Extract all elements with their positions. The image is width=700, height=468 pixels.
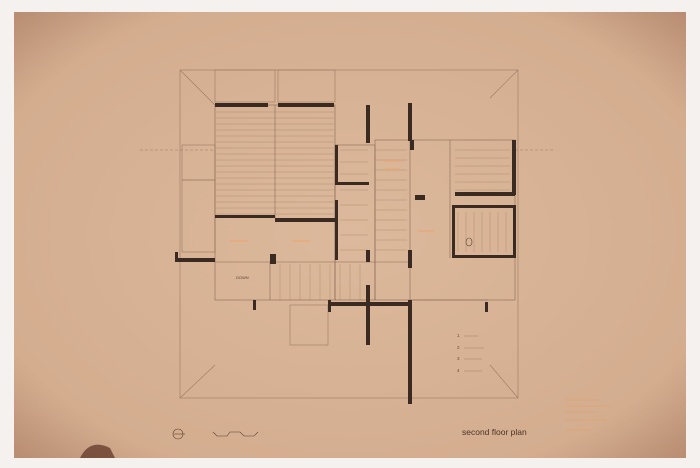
- annotations: [230, 160, 434, 242]
- legend-number-4: 4: [457, 368, 460, 373]
- paper-stain: [80, 444, 115, 458]
- legend-lines: [464, 335, 484, 372]
- toilet-icon: [465, 237, 473, 247]
- north-arrow-icon: [172, 428, 185, 440]
- title-block-handwriting: [566, 399, 610, 431]
- scale-bar-icon: [212, 431, 259, 437]
- legend-number-2: 2: [457, 345, 460, 350]
- roof-outline: [140, 69, 555, 399]
- legend-number-3: 3: [457, 356, 460, 361]
- stair-label: DOWN: [236, 275, 249, 280]
- legend-number-1: 1: [457, 333, 460, 338]
- drawing-title: second floor plan: [462, 427, 527, 437]
- walls: [175, 103, 516, 404]
